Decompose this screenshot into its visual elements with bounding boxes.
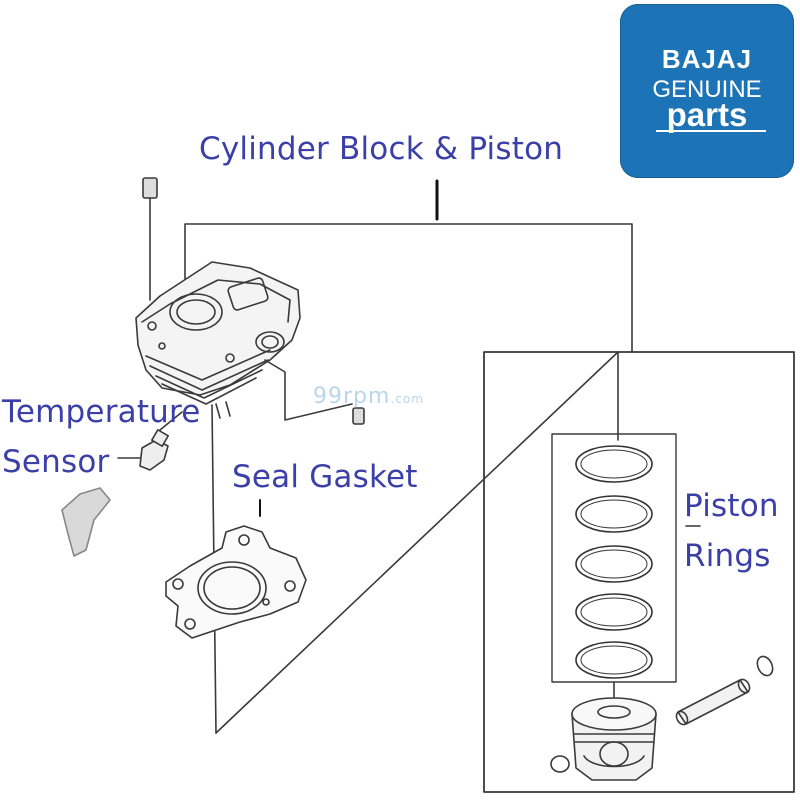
piston-rings-box — [551, 433, 677, 683]
watermark: 99rpm.com — [313, 384, 424, 409]
logo-parts-text: parts — [666, 96, 748, 133]
seal-gasket-label: Seal Gasket — [232, 459, 418, 495]
seal-gasket — [165, 499, 307, 639]
hose-elbow — [61, 487, 111, 557]
logo-genuine-text: GENUINE — [652, 76, 762, 103]
temperature-sensor-label-line1: Temperature — [2, 394, 201, 430]
logo-brand: BAJAJ — [661, 44, 753, 74]
piston-pin-circlips — [550, 655, 774, 773]
cylinder-block — [135, 261, 301, 419]
piston — [571, 681, 657, 781]
cylinder-stud-bolt — [142, 177, 158, 301]
small-stud-bolt — [264, 359, 365, 425]
assembly-bracket — [184, 179, 633, 734]
piston-rings-label-line1: Piston — [684, 488, 779, 524]
temperature-sensor — [117, 411, 183, 471]
bajaj-genuine-parts-logo: BAJAJ GENUINE parts — [620, 4, 794, 178]
piston-ring-set — [575, 445, 701, 679]
piston-pin — [675, 678, 751, 726]
piston-rings-label-line2: Rings — [684, 538, 771, 574]
assembly-title: Cylinder Block & Piston — [199, 131, 564, 167]
piston-subassembly-box — [483, 351, 795, 793]
logo-underline — [656, 130, 766, 132]
temperature-sensor-label-line2: Sensor — [2, 444, 110, 480]
